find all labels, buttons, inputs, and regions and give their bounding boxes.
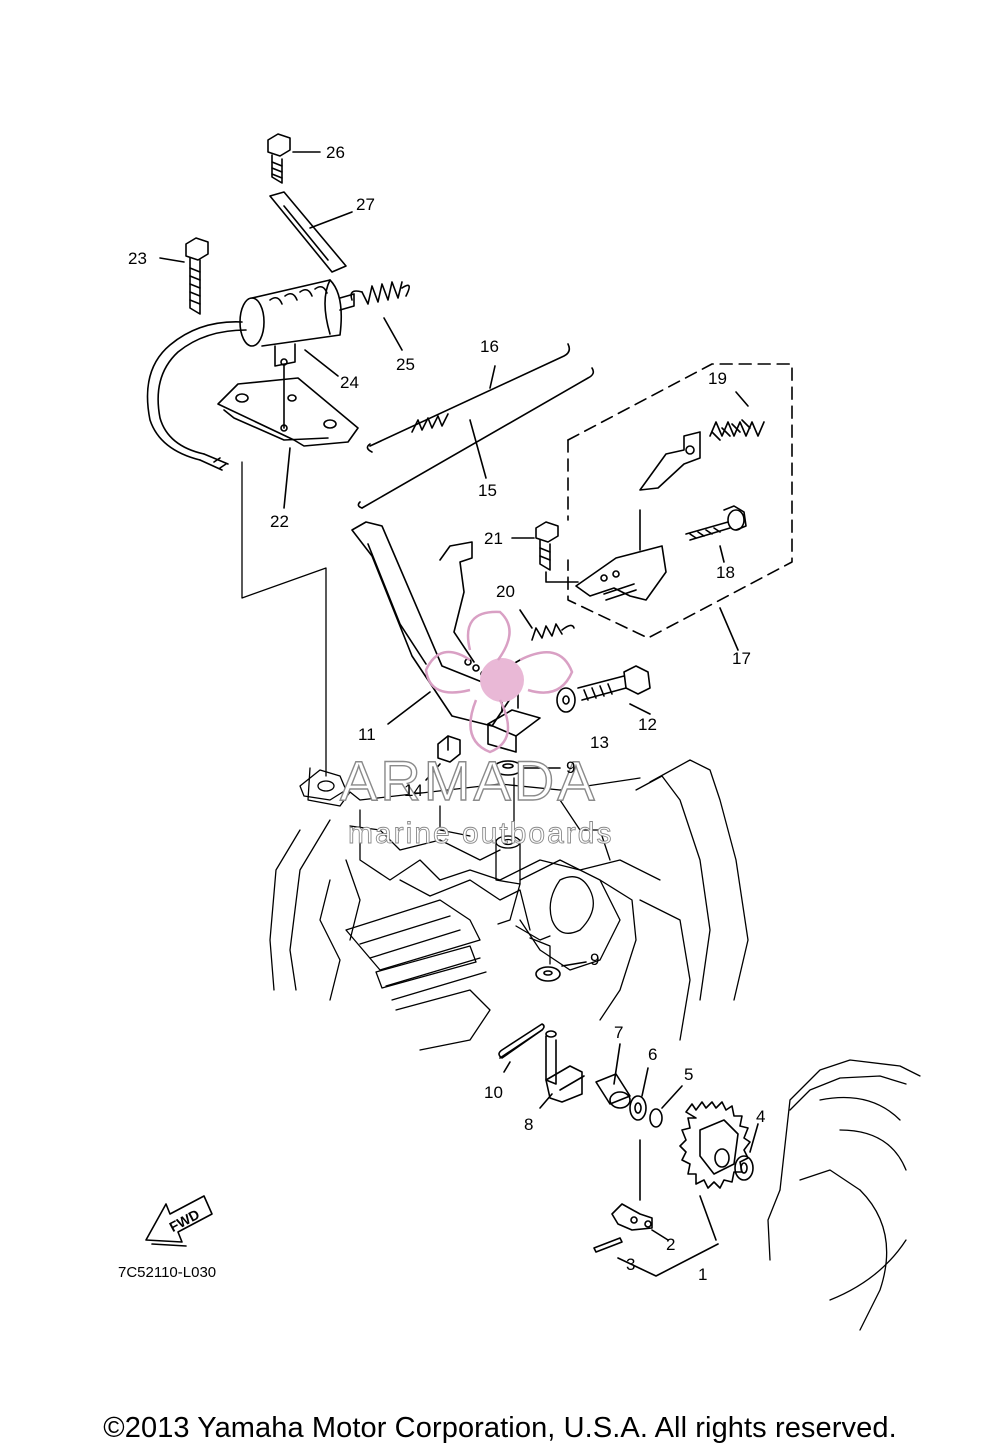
leader-lines <box>241 461 551 965</box>
drawing-code: 7C52110-L030 <box>118 1264 217 1281</box>
callout-9-lower: 9 <box>590 950 600 969</box>
callout-15: 15 <box>478 481 497 500</box>
bolt-18 <box>685 505 747 563</box>
solenoid-24 <box>146 279 355 471</box>
callout-11: 11 <box>358 725 376 744</box>
rod-15 <box>357 367 595 509</box>
callout-4: 4 <box>756 1107 766 1126</box>
nut-14 <box>425 735 461 781</box>
pin-3 <box>593 1237 719 1277</box>
ring-5 <box>649 1085 683 1128</box>
callout-6: 6 <box>648 1045 658 1064</box>
callout-3: 3 <box>626 1255 636 1274</box>
engine-block <box>269 759 749 1051</box>
washer-13 <box>556 687 576 713</box>
bracket-assembly <box>575 545 667 601</box>
copyright-notice: ©2013 Yamaha Motor Corporation, U.S.A. A… <box>103 1412 897 1444</box>
callout-22: 22 <box>270 512 289 531</box>
bracket-small <box>639 431 701 551</box>
crankcase-right <box>767 1059 921 1331</box>
callout-8: 8 <box>524 1115 534 1134</box>
gear-1 <box>679 1101 751 1241</box>
watermark-logo <box>424 610 574 754</box>
washer-9-lower <box>535 961 587 982</box>
rod-16 <box>366 343 571 453</box>
fwd-arrow-icon <box>145 1195 213 1247</box>
callout-13: 13 <box>590 733 609 752</box>
watermark-subtitle: marine outboards <box>348 817 614 851</box>
spring-19 <box>709 391 765 441</box>
callout-14: 14 <box>404 781 423 800</box>
cotter-pin-10 <box>498 1023 545 1073</box>
callout-10: 10 <box>484 1083 503 1102</box>
strap-27 <box>269 191 353 273</box>
callout-16: 16 <box>480 337 499 356</box>
callout-17: 17 <box>732 649 751 668</box>
watermark-title: ARMADA <box>339 748 598 812</box>
spring-25 <box>350 281 410 351</box>
callout-23: 23 <box>128 249 147 268</box>
callout-9-upper: 9 <box>566 758 576 777</box>
washer-9-upper <box>493 760 561 776</box>
callout-20: 20 <box>496 582 515 601</box>
callout-24: 24 <box>340 373 359 392</box>
callout-2: 2 <box>666 1235 676 1254</box>
washer-6 <box>629 1067 649 1121</box>
washer-4 <box>734 1123 759 1181</box>
bolt-21 <box>511 521 579 583</box>
callout-18: 18 <box>716 563 735 582</box>
callout-21: 21 <box>484 529 503 548</box>
clip-2 <box>611 1139 669 1241</box>
spacer-7 <box>595 1043 631 1109</box>
callout-1: 1 <box>698 1265 708 1284</box>
kit-box-17 <box>567 363 793 651</box>
callout-19: 19 <box>708 369 727 388</box>
bolt-23 <box>159 237 209 315</box>
callout-7: 7 <box>614 1023 624 1042</box>
bolt-12 <box>577 665 651 715</box>
bolt-26 <box>267 133 321 184</box>
shaft-8 <box>539 1030 585 1109</box>
bracket-plate-22 <box>217 363 359 509</box>
callout-5: 5 <box>684 1065 694 1084</box>
callout-25: 25 <box>396 355 415 374</box>
fwd-label: FWD <box>166 1206 202 1235</box>
callout-12: 12 <box>638 715 657 734</box>
callout-26: 26 <box>326 143 345 162</box>
callout-27: 27 <box>356 195 375 214</box>
